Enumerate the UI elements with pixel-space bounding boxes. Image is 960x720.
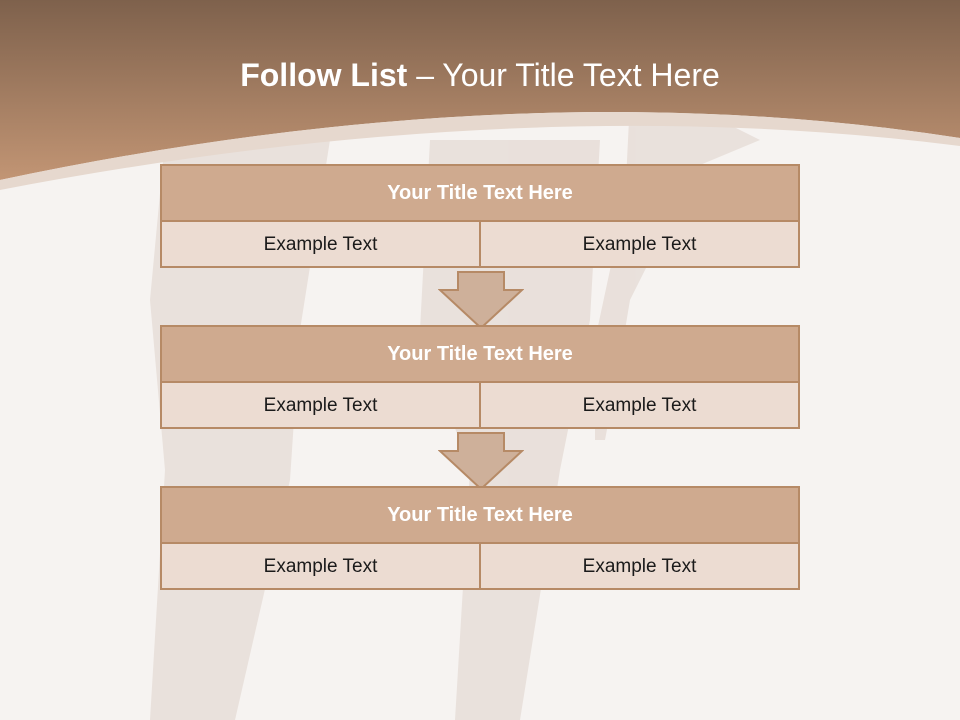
title-rest: – Your Title Text Here (416, 57, 720, 93)
title-bold: Follow List (240, 57, 408, 93)
step-cell-right: Example Text (582, 556, 697, 577)
step-title: Your Title Text Here (162, 327, 798, 383)
down-arrow-icon (438, 271, 524, 330)
step-cell-left: Example Text (162, 222, 481, 268)
step-block-1: Your Title Text Here Example Text Exampl… (160, 164, 800, 268)
down-arrow-icon (438, 432, 524, 491)
step-title: Your Title Text Here (162, 488, 798, 544)
page-title: Follow List – Your Title Text Here (0, 55, 960, 95)
step-cell-right: Example Text (582, 395, 697, 416)
step-cell-left: Example Text (162, 383, 481, 429)
step-cell-left: Example Text (162, 544, 481, 590)
step-cell-right: Example Text (582, 234, 697, 255)
step-title: Your Title Text Here (162, 166, 798, 222)
step-block-2: Your Title Text Here Example Text Exampl… (160, 325, 800, 429)
header-band (0, 0, 960, 180)
header-curve-light (0, 112, 960, 190)
step-block-3: Your Title Text Here Example Text Exampl… (160, 486, 800, 590)
